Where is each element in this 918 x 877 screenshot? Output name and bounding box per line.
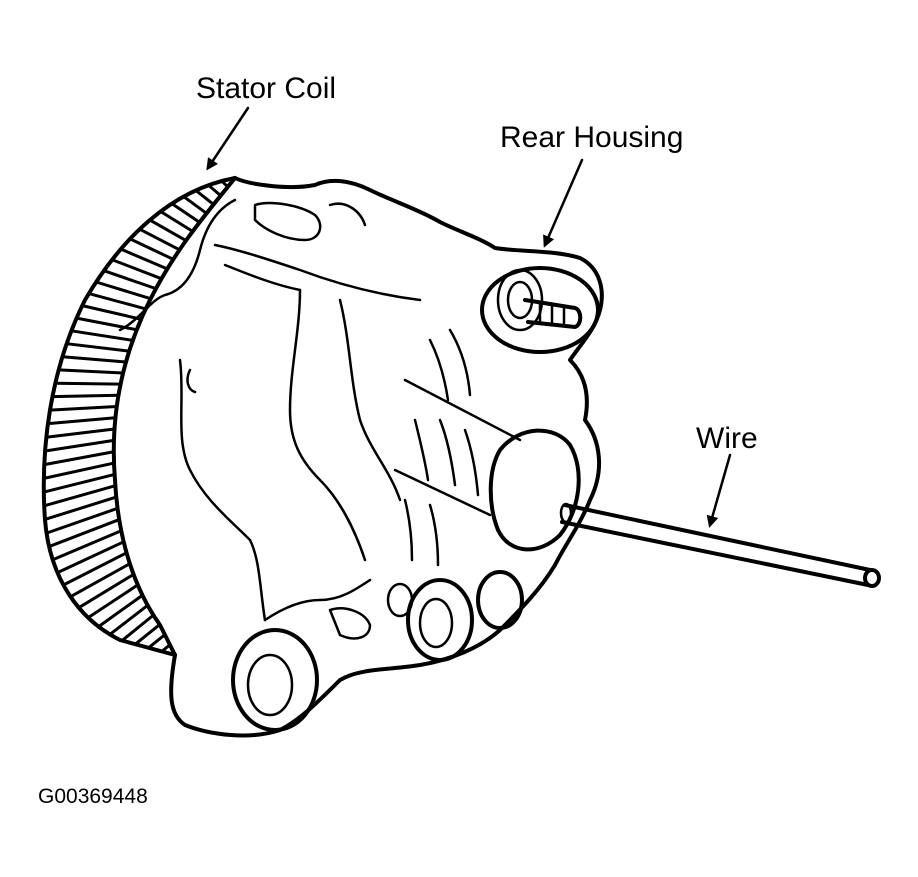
stator-fin — [46, 506, 119, 535]
wire-probe — [559, 502, 881, 588]
stator-fin — [134, 623, 161, 646]
stator-fin — [194, 189, 215, 206]
figure-id: G00369448 — [38, 785, 148, 808]
stator-fin — [139, 227, 181, 252]
stator-fin — [46, 427, 115, 439]
stator-fin — [81, 304, 142, 321]
stator-fin — [220, 179, 229, 188]
stator-fin — [88, 292, 147, 311]
stator-fin — [71, 329, 134, 342]
stator-fin — [95, 280, 152, 301]
rear-housing-label: Rear Housing — [500, 121, 683, 154]
stator-fin — [66, 342, 130, 353]
stator-fin — [120, 247, 168, 271]
stator-fin — [69, 562, 131, 599]
stator-fin — [58, 368, 124, 375]
stator-fin — [111, 258, 162, 281]
stator-coil — [41, 176, 237, 657]
stator-fin — [62, 355, 127, 364]
stator-fin — [97, 594, 144, 628]
stator-fin — [49, 404, 117, 412]
stator-fin — [103, 269, 157, 291]
stator-fin — [76, 316, 138, 332]
stator-fin — [121, 613, 155, 642]
stator-coil-fins — [43, 179, 229, 653]
stator-fin — [56, 540, 125, 575]
stator-fin — [47, 416, 116, 426]
stator-fin — [171, 202, 201, 224]
stator-fin — [43, 461, 115, 480]
stator-fin — [43, 472, 115, 494]
wire-arrow — [706, 453, 732, 528]
stator-fin — [78, 573, 135, 609]
stator-fin — [147, 633, 166, 649]
stator-fin — [160, 643, 171, 653]
stator-fin — [52, 393, 119, 399]
stator-fin — [182, 195, 208, 215]
wire-label: Wire — [696, 422, 758, 455]
stator-fin — [44, 438, 115, 453]
stator-fin — [149, 218, 187, 242]
stator-fin — [44, 495, 117, 521]
stator-coil-label: Stator Coil — [196, 72, 336, 105]
stator-fin — [108, 604, 149, 636]
stator-fin — [62, 551, 128, 587]
stator-fin — [43, 484, 116, 508]
stator-fin — [159, 210, 194, 233]
rear-housing-arrow — [543, 158, 584, 248]
stator-fin — [129, 237, 174, 261]
alternator-housing — [118, 176, 604, 738]
stator-fin — [87, 583, 139, 619]
stator-fin — [207, 184, 222, 197]
stator-fin — [44, 450, 115, 467]
stator-fin — [55, 381, 121, 386]
stator-fin — [48, 518, 120, 548]
stator-coil-arrow — [206, 106, 250, 171]
stator-fin — [52, 529, 122, 562]
